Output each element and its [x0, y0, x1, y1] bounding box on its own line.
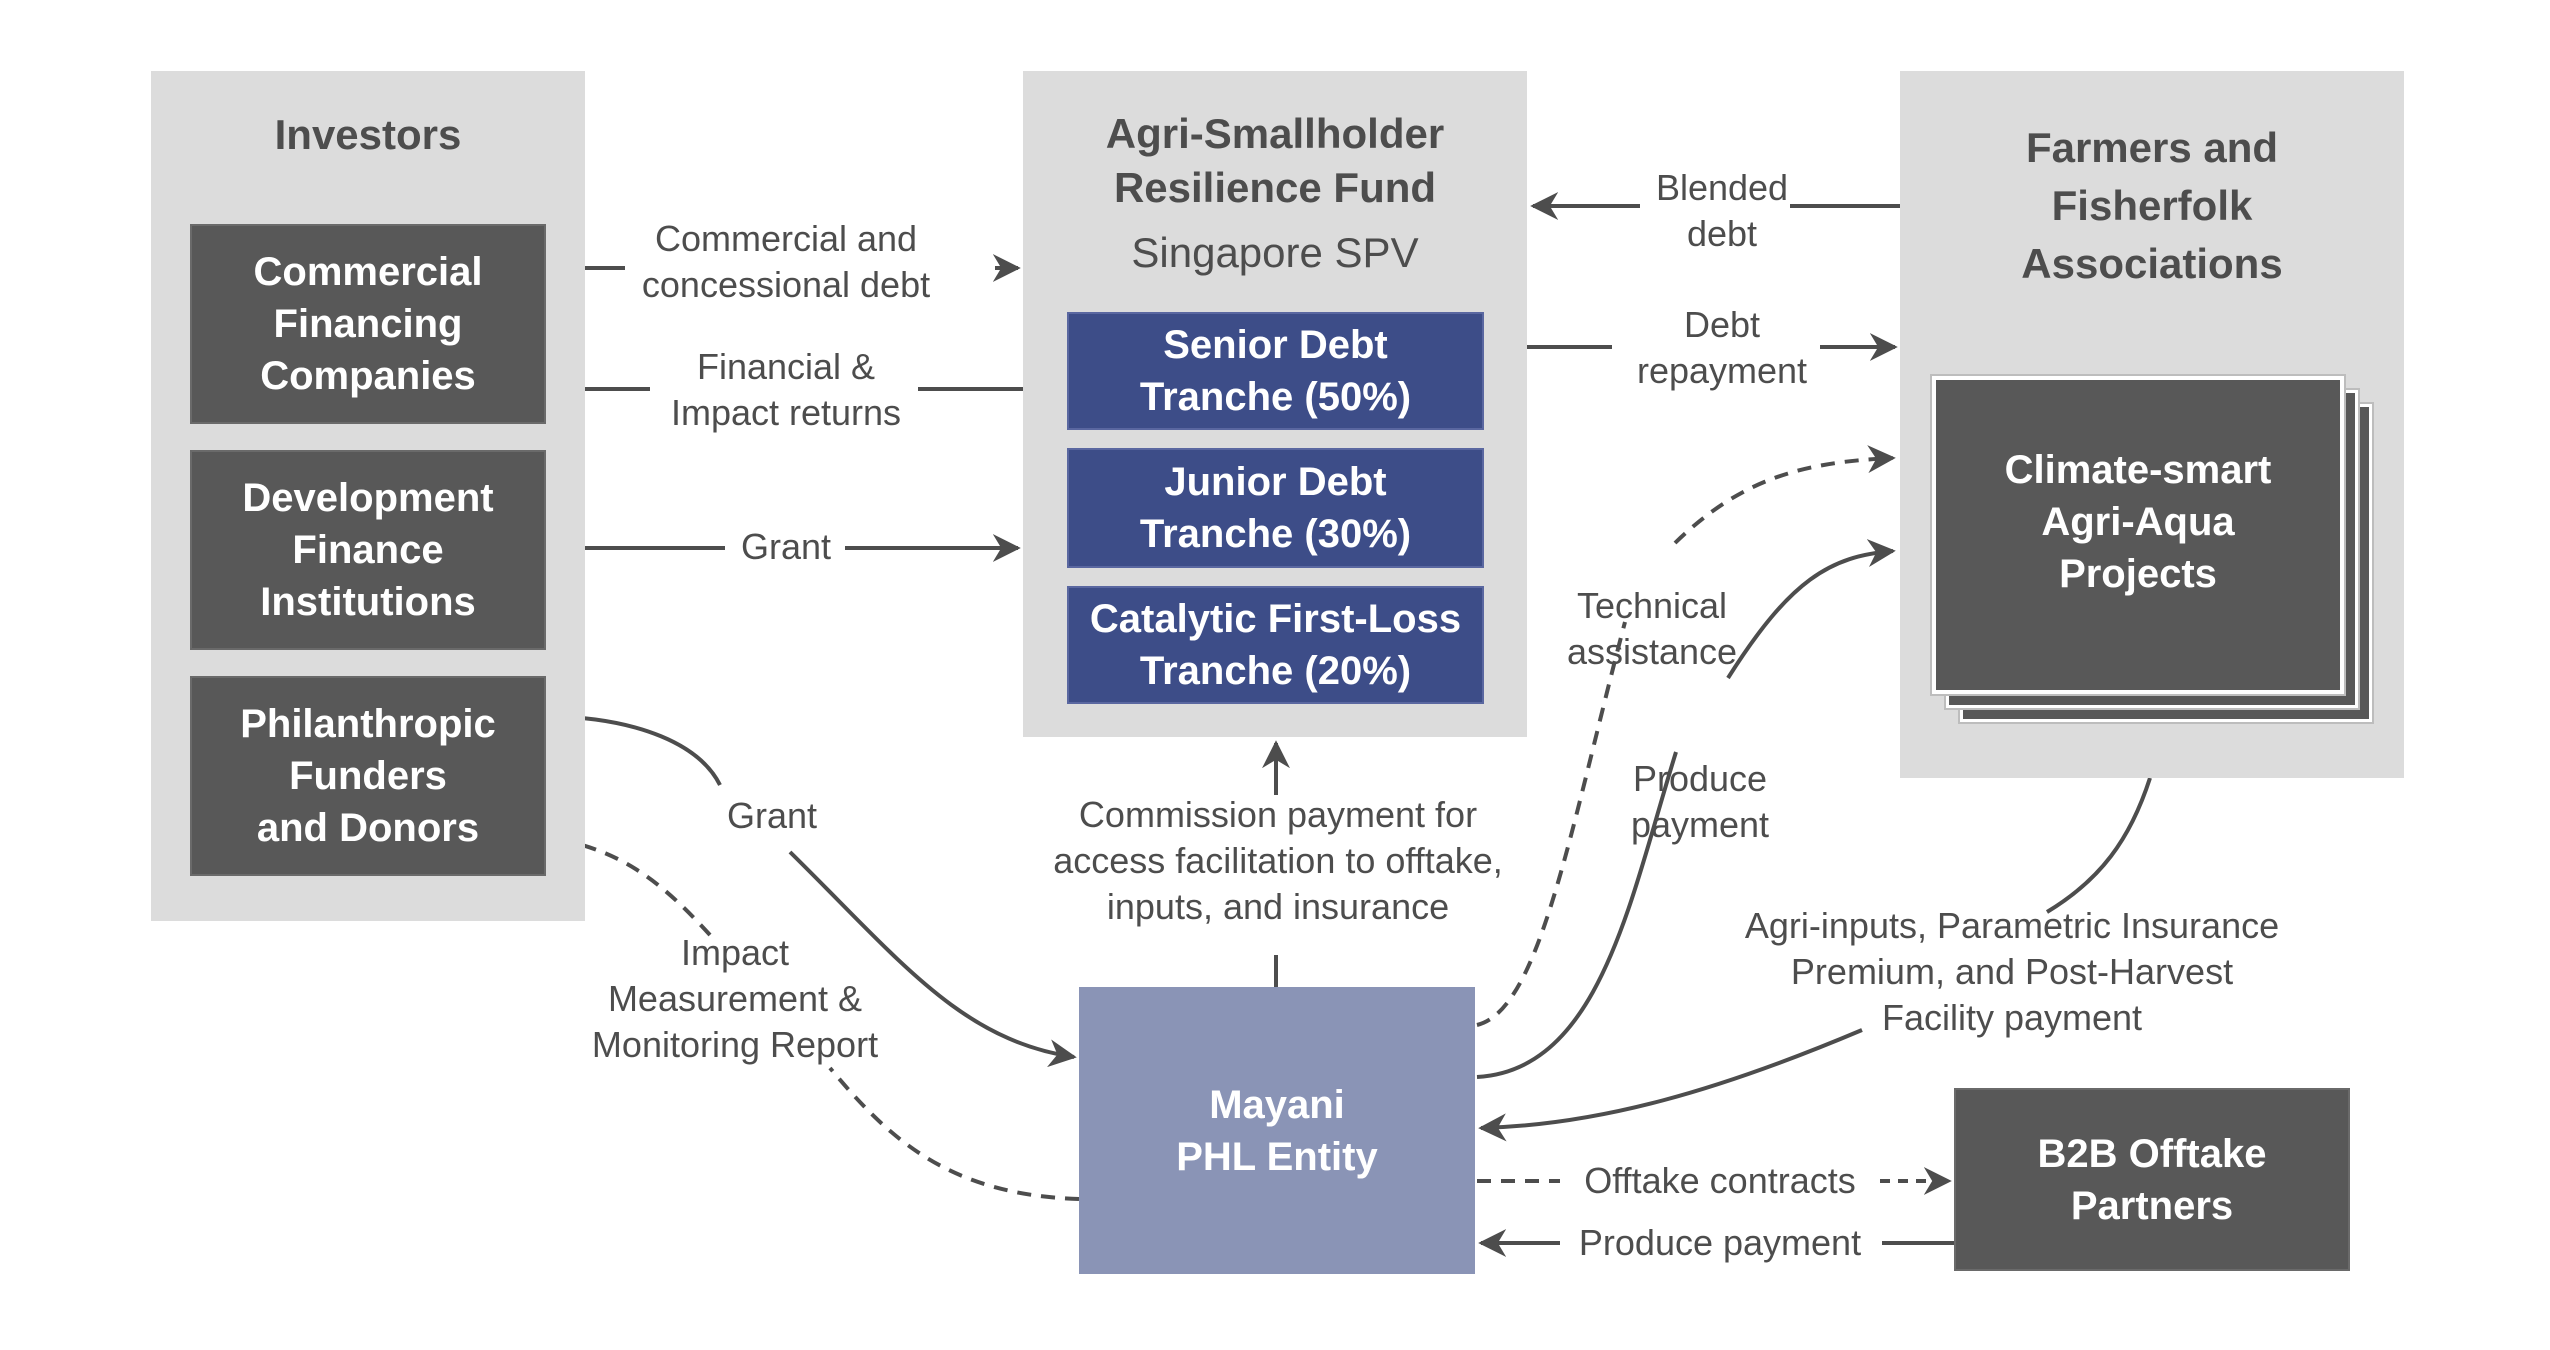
label-technical-assistance: Technical assistance: [1566, 585, 1738, 672]
arrow-agri-inputs-b: [1478, 1028, 1863, 1142]
label-offtake-contracts: Offtake contracts: [1584, 1160, 1856, 1201]
label-produce-payment-offtake: Produce payment: [1578, 1222, 1862, 1263]
arrow-produce-payment-farmers-b: [1726, 539, 1896, 680]
label-blended-debt: Blended debt: [1655, 167, 1789, 254]
senior-debt-tranche: Senior Debt Tranche (50%): [1067, 312, 1484, 430]
arrow-agri-inputs: [2045, 777, 2152, 914]
fund-title-line1: Agri-Smallholder: [1105, 110, 1445, 157]
arrow-impact-report: [828, 1066, 1080, 1201]
arrow-technical-assistance: [1476, 621, 1627, 1027]
climate-smart-projects-box: Climate-smart Agri-Aqua Projects: [1930, 374, 2346, 696]
label-commercial-debt: Commercial and concessional debt: [641, 218, 931, 305]
label-debt-repayment: Debt repayment: [1636, 304, 1808, 391]
arrow-phil-grant-b: [788, 850, 1077, 1068]
catalytic-first-loss-tranche: Catalytic First-Loss Tranche (20%): [1067, 586, 1484, 704]
label-phil-grant: Grant: [726, 795, 818, 836]
label-impact-report: Impact Measurement & Monitoring Report: [591, 932, 879, 1065]
label-produce-payment-farmers: Produce payment: [1630, 758, 1770, 845]
label-returns: Financial & Impact returns: [670, 346, 902, 433]
fund-title-line2: Resilience Fund: [1113, 164, 1437, 211]
fund-subtitle: Singapore SPV: [1131, 229, 1419, 276]
investors-title: Investors: [274, 111, 462, 158]
farmers-title: Farmers and Fisherfolk Associations: [2021, 124, 2283, 287]
label-dfi-grant: Grant: [740, 526, 832, 567]
mayani-phl-entity-box: Mayani PHL Entity: [1079, 987, 1475, 1274]
label-agri-inputs: Agri-inputs, Parametric Insurance Premiu…: [1744, 905, 2280, 1038]
philanthropic-funders-box: Philanthropic Funders and Donors: [190, 676, 546, 876]
development-finance-institutions-box: Development Finance Institutions: [190, 450, 546, 650]
arrow-impact-report-b: [549, 828, 712, 937]
b2b-offtake-partners-box: B2B Offtake Partners: [1954, 1088, 2350, 1271]
arrow-technical-assistance-b: [1673, 445, 1896, 545]
arrow-produce-payment-farmers: [1476, 751, 1678, 1079]
label-commission: Commission payment for access facilitati…: [1053, 794, 1503, 927]
commercial-financing-companies-box: Commercial Financing Companies: [190, 224, 546, 424]
junior-debt-tranche: Junior Debt Tranche (30%): [1067, 448, 1484, 568]
